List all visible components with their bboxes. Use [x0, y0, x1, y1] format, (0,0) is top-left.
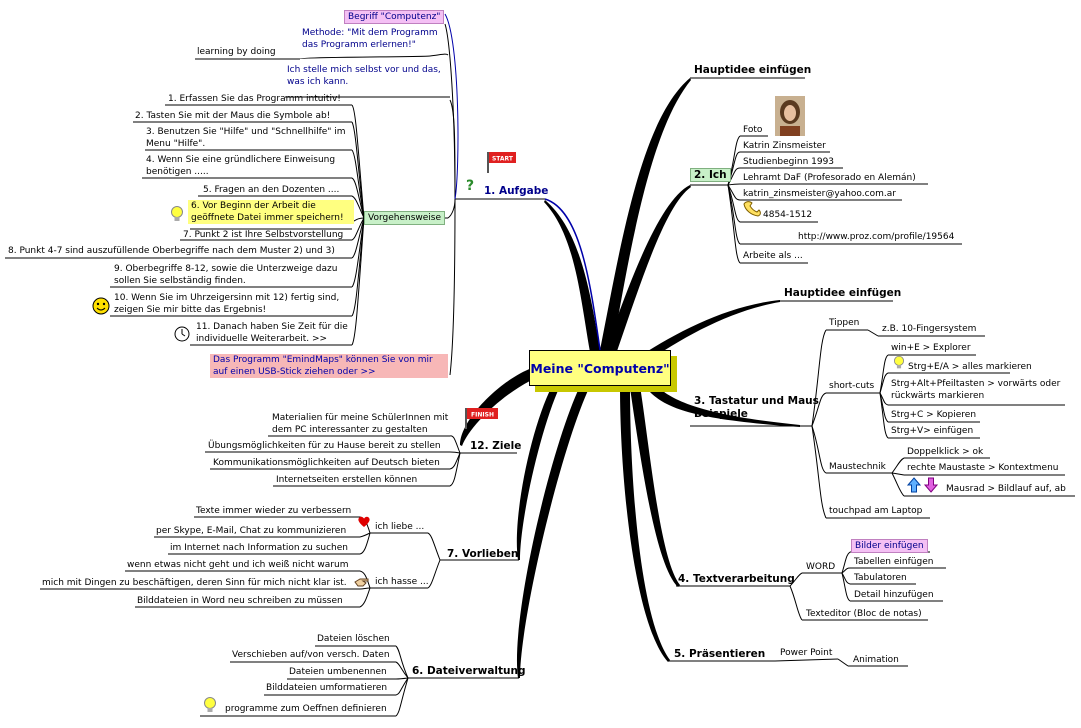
arrow-down-icon [924, 477, 938, 493]
start-flag-label: START [492, 156, 514, 163]
begriff-node[interactable]: Begriff "Computenz" [344, 10, 445, 24]
finish-flag-label: FINISH [471, 412, 494, 419]
shortcuts-node[interactable]: short-cuts [829, 381, 875, 391]
ich-item-arbeit[interactable]: Arbeite als ... [743, 251, 803, 261]
step-6[interactable]: 6. Vor Beginn der Arbeit die geöffnete D… [188, 200, 354, 224]
svg-text:?: ? [466, 178, 474, 193]
shortcut-item-3[interactable]: Strg+Alt+Pfeiltasten > vorwärts oder rüc… [891, 379, 1061, 401]
maus-item-1[interactable]: Doppelklick > ok [907, 447, 984, 457]
ich-item-email[interactable]: katrin_zinsmeister@yahoo.com.ar [743, 189, 896, 199]
step-10[interactable]: 10. Wenn Sie im Uhrzeigersinn mit 12) fe… [114, 293, 340, 315]
lightbulb-icon-2 [894, 355, 904, 369]
step-11[interactable]: 11. Danach haben Sie Zeit für die indivi… [196, 322, 348, 344]
ich-item-name[interactable]: Katrin Zinsmeister [743, 141, 826, 151]
tastatur-branch-line2[interactable]: Beispiele [694, 408, 748, 420]
datei-item-5[interactable]: programme zum Oeffnen definieren [225, 704, 387, 714]
finish-flag-icon: FINISH [465, 408, 498, 429]
shortcut-item-5[interactable]: Strg+V> einfügen [891, 426, 974, 436]
phone-icon [743, 201, 761, 217]
ziele-item-4[interactable]: Internetseiten erstellen können [276, 475, 418, 485]
texteditor-node[interactable]: Texteditor (Bloc de notas) [806, 609, 922, 619]
word-item-2[interactable]: Tabellen einfügen [854, 557, 934, 567]
start-flag-icon: START [487, 152, 516, 173]
praes-branch[interactable]: 5. Präsentieren [674, 648, 766, 660]
step-5[interactable]: 5. Fragen an den Dozenten .... [203, 185, 340, 195]
hauptidee-node-1[interactable]: Hauptidee einfügen [694, 64, 812, 76]
step-1[interactable]: 1. Erfassen Sie das Programm intuitiv! [168, 94, 341, 104]
hasse-item-1[interactable]: wenn etwas nicht geht und ich weiß nicht… [127, 560, 349, 570]
ich-item-studium[interactable]: Studienbeginn 1993 [743, 157, 835, 167]
word-item-3[interactable]: Tabulatoren [854, 573, 907, 583]
tippen-item[interactable]: z.B. 10-Fingersystem [882, 324, 977, 334]
photo-icon [775, 96, 805, 136]
lightbulb-icon [171, 206, 183, 221]
tastatur-branch-line1[interactable]: 3. Tastatur und Maus [694, 395, 819, 407]
ich-item-phone[interactable]: 4854-1512 [763, 210, 813, 220]
hand-icon [354, 578, 369, 587]
text-branch[interactable]: 4. Textverarbeitung [678, 573, 795, 585]
usb-node[interactable]: Das Programm "EmindMaps" können Sie von … [210, 354, 448, 378]
ziele-item-1[interactable]: Materialien für meine SchülerInnen mit d… [272, 413, 449, 435]
ich-item-lehramt[interactable]: Lehramt DaF (Profesorado en Alemán) [743, 173, 916, 183]
ziele-branch[interactable]: 12. Ziele [470, 440, 522, 452]
liebe-item-2[interactable]: per Skype, E-Mail, Chat zu kommunizieren [156, 526, 347, 536]
step-8[interactable]: 8. Punkt 4-7 sind auszufüllende Oberbegr… [8, 246, 335, 256]
liebe-item-3[interactable]: im Internet nach Information zu suchen [170, 543, 348, 553]
heart-icon [358, 516, 370, 527]
aufgabe-blue-connector [544, 198, 601, 351]
liebe-node[interactable]: ich liebe ... [375, 522, 425, 532]
arrow-up-icon [907, 477, 921, 493]
lightbulb-icon-3 [204, 697, 216, 712]
hauptidee-node-2[interactable]: Hauptidee einfügen [784, 287, 902, 299]
maus-item-2[interactable]: rechte Maustaste > Kontextmenu [907, 463, 1059, 473]
datei-item-2[interactable]: Verschieben auf/von versch. Daten [232, 650, 390, 660]
datei-item-4[interactable]: Bilddateien umformatieren [266, 683, 388, 693]
shortcut-item-4[interactable]: Strg+C > Kopieren [891, 410, 977, 420]
step-9[interactable]: 9. Oberbegriffe 8-12, sowie die Unterzwe… [114, 264, 338, 286]
datei-item-1[interactable]: Dateien löschen [317, 634, 390, 644]
ich-item-url[interactable]: http://www.proz.com/profile/19564 [798, 232, 955, 242]
powerpoint-node[interactable]: Power Point [780, 648, 833, 658]
shortcut-item-2[interactable]: Strg+E/A > alles markieren [908, 362, 1032, 372]
learning-node[interactable]: learning by doing [197, 47, 276, 57]
hasse-item-3[interactable]: Bilddateien in Word neu schreiben zu müs… [137, 596, 343, 606]
ich-branch[interactable]: 2. Ich [690, 168, 731, 182]
question-mark-icon: ? [466, 178, 474, 193]
main-branches [460, 78, 800, 678]
central-topic[interactable]: Meine "Computenz" [529, 350, 671, 386]
maus-item-3[interactable]: Mausrad > Bildlauf auf, ab [946, 484, 1066, 494]
datei-item-3[interactable]: Dateien umbenennen [289, 667, 387, 677]
shortcut-item-1[interactable]: win+E > Explorer [891, 343, 971, 353]
animation-node[interactable]: Animation [853, 655, 899, 665]
word-item-4[interactable]: Detail hinzufügen [854, 590, 934, 600]
hasse-item-2[interactable]: mich mit Dingen zu beschäftigen, deren S… [42, 578, 347, 588]
word-item-1[interactable]: Bilder einfügen [851, 539, 928, 553]
vorgehensweise-node[interactable]: Vorgehensweise [364, 211, 446, 225]
liebe-item-1[interactable]: Texte immer wieder zu verbessern [196, 506, 352, 516]
hasse-node[interactable]: ich hasse ... [375, 577, 429, 587]
step-2[interactable]: 2. Tasten Sie mit der Maus die Symbole a… [135, 111, 331, 121]
vorstellen-node[interactable]: Ich stelle mich selbst vor und das, was … [287, 65, 441, 87]
methode-node[interactable]: Methode: "Mit dem Programm das Programm … [302, 28, 438, 50]
vorlieben-branch[interactable]: 7. Vorlieben [447, 548, 519, 560]
ich-item-foto[interactable]: Foto [743, 125, 763, 135]
begriff-blue-connector [444, 13, 459, 200]
aufgabe-branch[interactable]: 1. Aufgabe [484, 185, 549, 197]
clock-icon [174, 326, 190, 342]
tippen-node[interactable]: Tippen [829, 318, 860, 328]
datei-branch[interactable]: 6. Dateiverwaltung [412, 665, 526, 677]
smiley-icon [92, 297, 110, 315]
ziele-item-2[interactable]: Übungsmöglichkeiten für zu Hause bereit … [208, 441, 441, 451]
step-7[interactable]: 7. Punkt 2 ist Ihre Selbstvorstellung [183, 230, 344, 240]
step-3[interactable]: 3. Benutzen Sie "Hilfe" und "Schnellhilf… [146, 127, 346, 149]
maustechnik-node[interactable]: Maustechnik [829, 462, 886, 472]
step-4[interactable]: 4. Wenn Sie eine gründlichere Einweisung… [146, 155, 336, 177]
sub-branches [5, 23, 1075, 717]
word-node[interactable]: WORD [806, 562, 836, 572]
ziele-item-3[interactable]: Kommunikationsmöglichkeiten auf Deutsch … [213, 458, 440, 468]
touchpad-node[interactable]: touchpad am Laptop [829, 506, 923, 516]
